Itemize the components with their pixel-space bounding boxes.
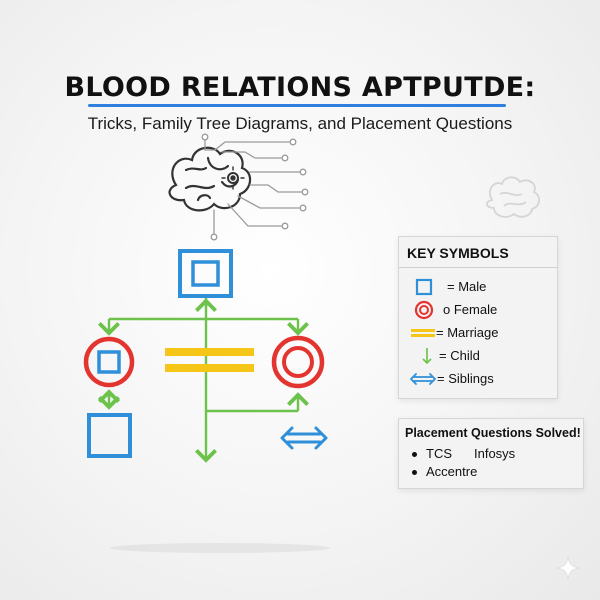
key-label-siblings: = Siblings <box>437 371 494 386</box>
brain-gear-icon <box>168 133 309 241</box>
male-square-icon <box>415 278 433 296</box>
marriage-bars-icon <box>411 329 435 337</box>
key-row-child: = Child <box>399 346 557 366</box>
title-underline <box>88 104 506 107</box>
siblings-arrow-icon <box>410 373 436 385</box>
bullet <box>412 470 417 475</box>
company-accentre: Accentre <box>426 464 478 479</box>
company-infosys: Infosys <box>474 446 516 461</box>
key-label-child: = Child <box>439 348 480 363</box>
marriage-bars <box>165 348 254 372</box>
company-tcs: TCS <box>426 446 452 461</box>
key-symbols-title: KEY SYMBOLS <box>407 245 509 261</box>
key-symbols-panel: KEY SYMBOLS = Male o Female = Marriage =… <box>398 236 558 399</box>
page-title: BLOOD RELATIONS APTPUTDE: <box>64 72 536 103</box>
sparkle-icon <box>556 556 580 580</box>
female-circle-left <box>83 336 135 388</box>
page-subtitle: Tricks, Family Tree Diagrams, and Placem… <box>87 114 513 133</box>
key-row-siblings: = Siblings <box>399 369 557 389</box>
key-row-marriage: = Marriage <box>399 323 557 343</box>
placement-title: Placement Questions Solved! <box>405 426 581 440</box>
faded-brain-icon <box>486 176 540 218</box>
parent-male-inner-square <box>191 260 220 287</box>
female-circle-right <box>271 335 325 389</box>
key-label-male: = Male <box>447 279 487 294</box>
key-divider <box>399 267 557 268</box>
key-label-female: o Female <box>443 302 498 317</box>
key-label-marriage: = Marriage <box>436 325 499 340</box>
placement-panel: Placement Questions Solved! TCS Infosys … <box>398 418 584 489</box>
bullet <box>412 452 417 457</box>
child-arrow-icon <box>422 348 432 365</box>
siblings-arrow <box>280 426 328 450</box>
male-inner-square-left <box>97 350 121 374</box>
female-inner-circle-right <box>282 346 314 378</box>
floor-shadow <box>110 543 330 553</box>
child-male-square <box>87 413 132 458</box>
key-row-female: o Female <box>399 300 557 320</box>
female-circle-icon <box>414 300 434 320</box>
key-row-male: = Male <box>399 277 557 297</box>
family-connectors <box>98 298 309 463</box>
parent-male-square <box>178 249 233 298</box>
